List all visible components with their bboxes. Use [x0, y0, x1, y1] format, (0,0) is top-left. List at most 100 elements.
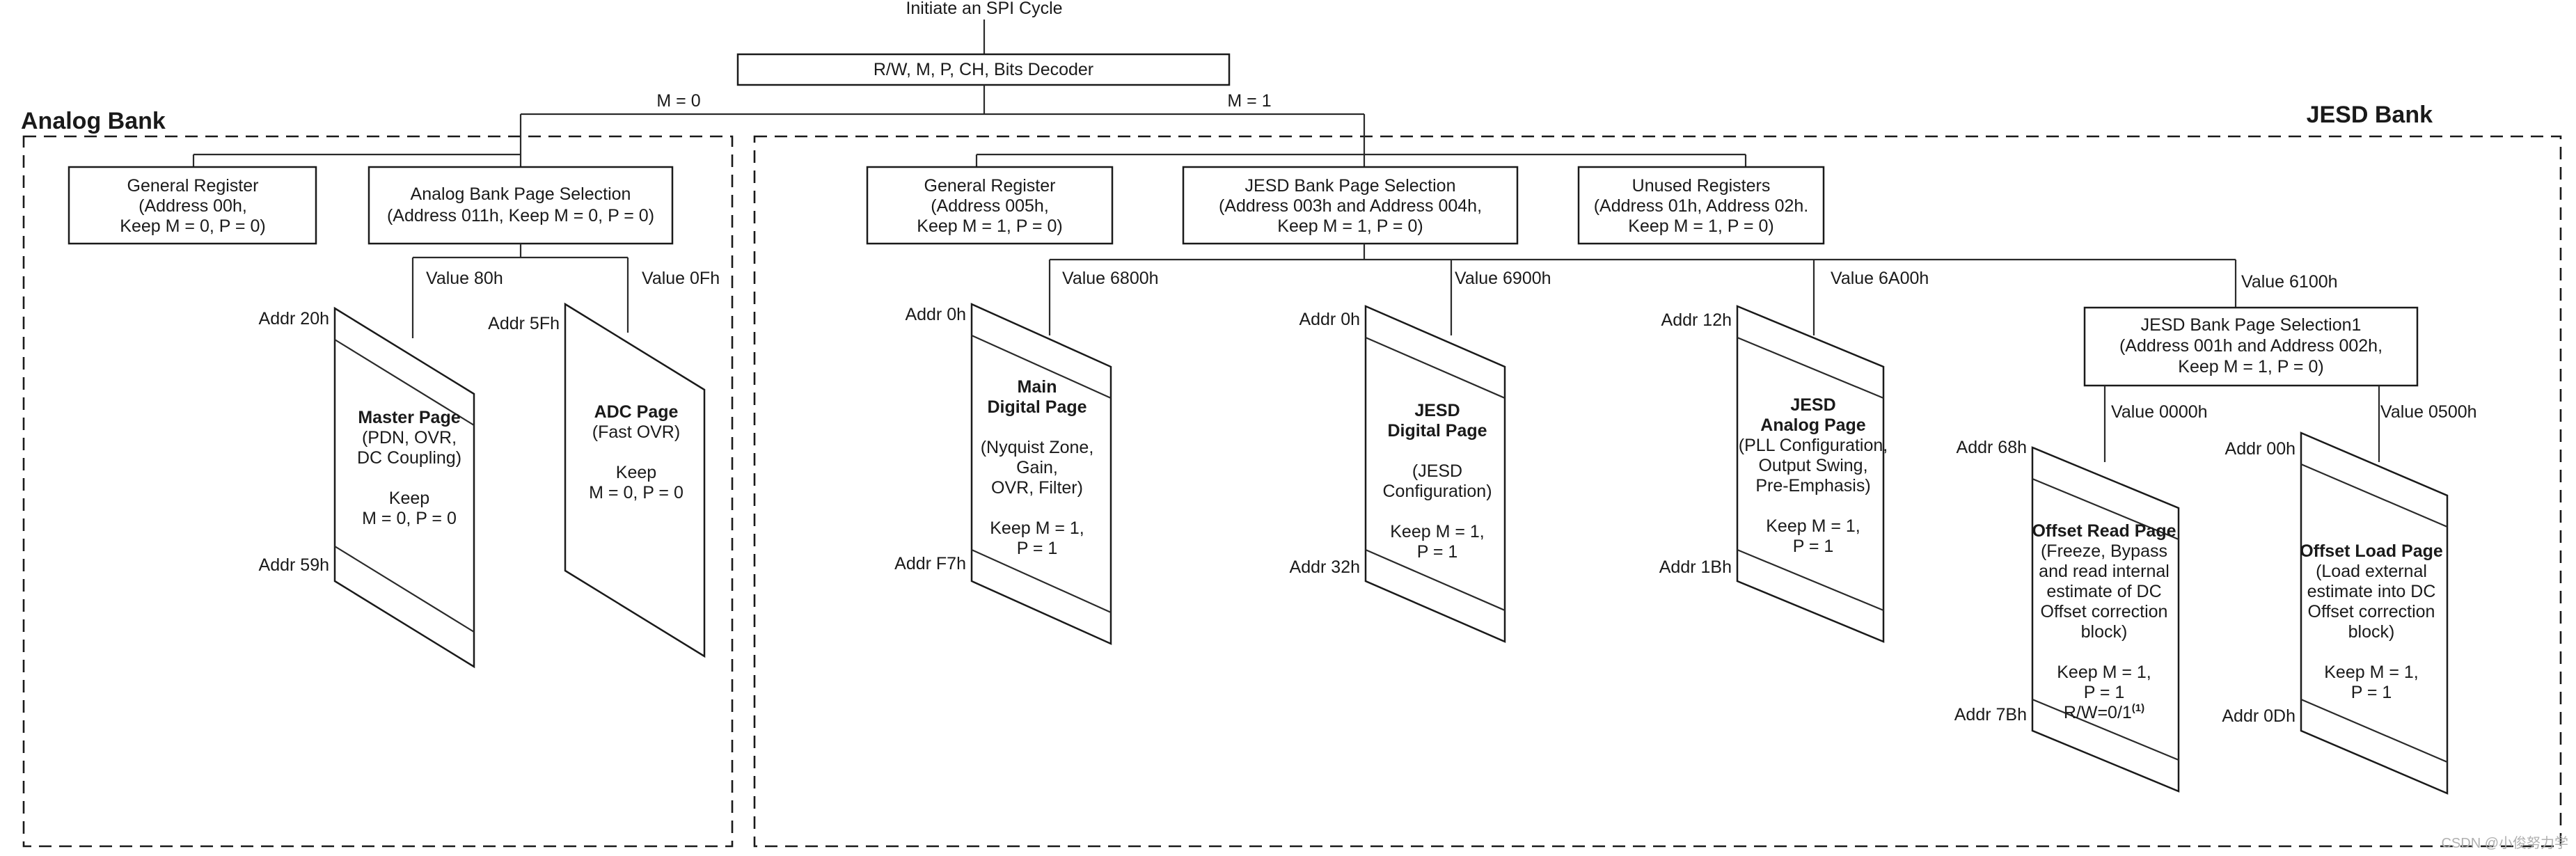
page-body-line: M = 0, P = 0	[362, 509, 457, 528]
page-title: JESD	[1414, 401, 1460, 420]
analog-page-selection-l2: (Address 011h, Keep M = 0, P = 0)	[387, 206, 654, 225]
unused-registers-l1: Unused Registers	[1632, 176, 1771, 196]
page-body-line: P = 1	[1017, 539, 1058, 558]
page-title: Digital Page	[987, 397, 1086, 417]
page-header-divider	[1365, 336, 1506, 399]
page-title: Main	[1018, 377, 1057, 397]
jesd-general-register-l1: General Register	[924, 176, 1056, 196]
page-title: Offset Read Page	[2032, 521, 2176, 541]
hl-addr-01h: 01h	[1668, 196, 1698, 216]
jesd-general-register-l3: Keep M = 1, P = 0)	[917, 216, 1062, 236]
jesd-page-selection-l3: Keep M = 1, P = 0)	[1277, 216, 1423, 236]
page-shape	[564, 302, 706, 658]
page-start-address: Addr 68h	[1957, 438, 2027, 457]
page-shape	[1736, 305, 1885, 643]
m0-branch-label: M = 0	[656, 91, 700, 111]
page-body-line: Offset correction	[2041, 602, 2168, 621]
page-end-address: Addr 32h	[1290, 557, 1360, 577]
page-body-line: Pre-Emphasis)	[1755, 476, 1870, 496]
page-title: JESD	[1790, 395, 1835, 415]
page-header-divider	[334, 339, 475, 426]
page-title: Master Page	[358, 408, 460, 427]
watermark: CSDN @小俊努力学	[2441, 835, 2568, 851]
jesd-general-register-box	[866, 166, 1114, 245]
m1-branch-label: M = 1	[1227, 91, 1271, 111]
page-body-line: P = 1	[1417, 542, 1458, 562]
decoder-label: R/W, M, P, CH, Bits Decoder	[874, 60, 1093, 79]
page-start-address: Addr 00h	[2225, 439, 2296, 459]
page-footer-divider	[1737, 548, 1884, 612]
page-body-line: Keep M = 1,	[990, 518, 1084, 538]
page-body-line: block)	[2348, 622, 2395, 642]
page-body-line: estimate of DC	[2046, 582, 2161, 601]
analog-general-register-l3: Keep M = 0, P = 0)	[120, 216, 265, 236]
page-title: ADC Page	[594, 402, 679, 422]
page-body-line: (Freeze, Bypass	[2041, 541, 2167, 561]
jesd-page-selection1-l3: Keep M = 1, P = 0)	[2178, 357, 2323, 377]
page-start-address: Addr 12h	[1661, 310, 1732, 330]
analog-bank-label: Analog Bank	[21, 108, 166, 134]
page-shape	[2031, 446, 2180, 793]
unused-registers-box	[1577, 166, 1825, 245]
spi-cycle-title: Initiate an SPI Cycle	[906, 0, 1062, 18]
page-body-line: OVR, Filter)	[991, 478, 1083, 498]
hl-addr-004h: 004h,	[1438, 196, 1482, 216]
page-body-line: (JESD	[1412, 461, 1462, 481]
analog-general-register-l2: (Address 00h,	[139, 196, 247, 216]
page-body-line: (Nyquist Zone,	[981, 438, 1094, 457]
jesd-bank-label: JESD Bank	[2307, 102, 2433, 128]
page-body-line: Keep	[616, 463, 656, 482]
jesd-general-register-l2: (Address 005h,	[931, 196, 1049, 216]
page-end-address: Addr 59h	[259, 555, 329, 575]
page-end-address: Addr F7h	[894, 554, 966, 573]
page-title: Analog Page	[1760, 415, 1866, 435]
page-body-line: P = 1	[1793, 537, 1834, 556]
page-body-line: (Fast OVR)	[592, 422, 680, 442]
footnote-marker: (1)	[2132, 702, 2144, 714]
unused-registers-l2: (Address 01h, Address 02h.	[1594, 196, 1809, 216]
page-start-address: Addr 20h	[259, 309, 329, 328]
analog-general-register-l1: General Register	[127, 176, 259, 196]
page-footer-divider	[2300, 698, 2448, 763]
page-body-line: Keep M = 1,	[1390, 522, 1485, 541]
hl-addr-011h: 011h	[461, 206, 499, 225]
analog-bank-frame	[22, 135, 734, 848]
page-body-line: estimate into DC	[2307, 582, 2436, 601]
value-6100h: Value 6100h	[2241, 272, 2338, 292]
hl-addr-00h: 00h,	[213, 196, 247, 216]
page-shape	[333, 306, 475, 669]
page-footer-divider	[971, 548, 1112, 614]
page-title: Offset Load Page	[2300, 541, 2443, 561]
value-6800h: Value 6800h	[1062, 269, 1159, 288]
jesd-page-selection1-l1: JESD Bank Page Selection1	[2141, 315, 2362, 335]
page-body-line: Keep	[389, 489, 429, 508]
jesd-page-selection1-l2: (Address 001h and Address 002h,	[2119, 336, 2383, 356]
page-body-line: block)	[2081, 622, 2128, 642]
value-6900h: Value 6900h	[1455, 269, 1551, 288]
page-header-divider	[2032, 477, 2179, 541]
value-80h: Value 80h	[426, 269, 503, 288]
page-shape	[970, 303, 1112, 645]
page-footer-divider	[334, 546, 475, 633]
page-shape	[2300, 431, 2449, 795]
page-body-line: DC Coupling)	[357, 448, 461, 468]
analog-page-selection-box	[368, 166, 674, 245]
page-start-address: Addr 0h	[1299, 310, 1360, 329]
value-6a00h: Value 6A00h	[1831, 269, 1929, 288]
page-shape	[1364, 305, 1506, 643]
page-body-line: and read internal	[2039, 562, 2170, 581]
jesd-page-selection-box	[1182, 166, 1519, 245]
page-body-line: P = 1	[2084, 683, 2125, 702]
page-body-line: Keep M = 1,	[1766, 516, 1860, 536]
page-body-line: R/W=0/1(1)	[2064, 702, 2144, 722]
page-body-line: (PLL Configuration,	[1739, 436, 1888, 455]
analog-page-selection-l1: Analog Bank Page Selection	[411, 184, 631, 204]
page-footer-divider	[2032, 698, 2179, 761]
